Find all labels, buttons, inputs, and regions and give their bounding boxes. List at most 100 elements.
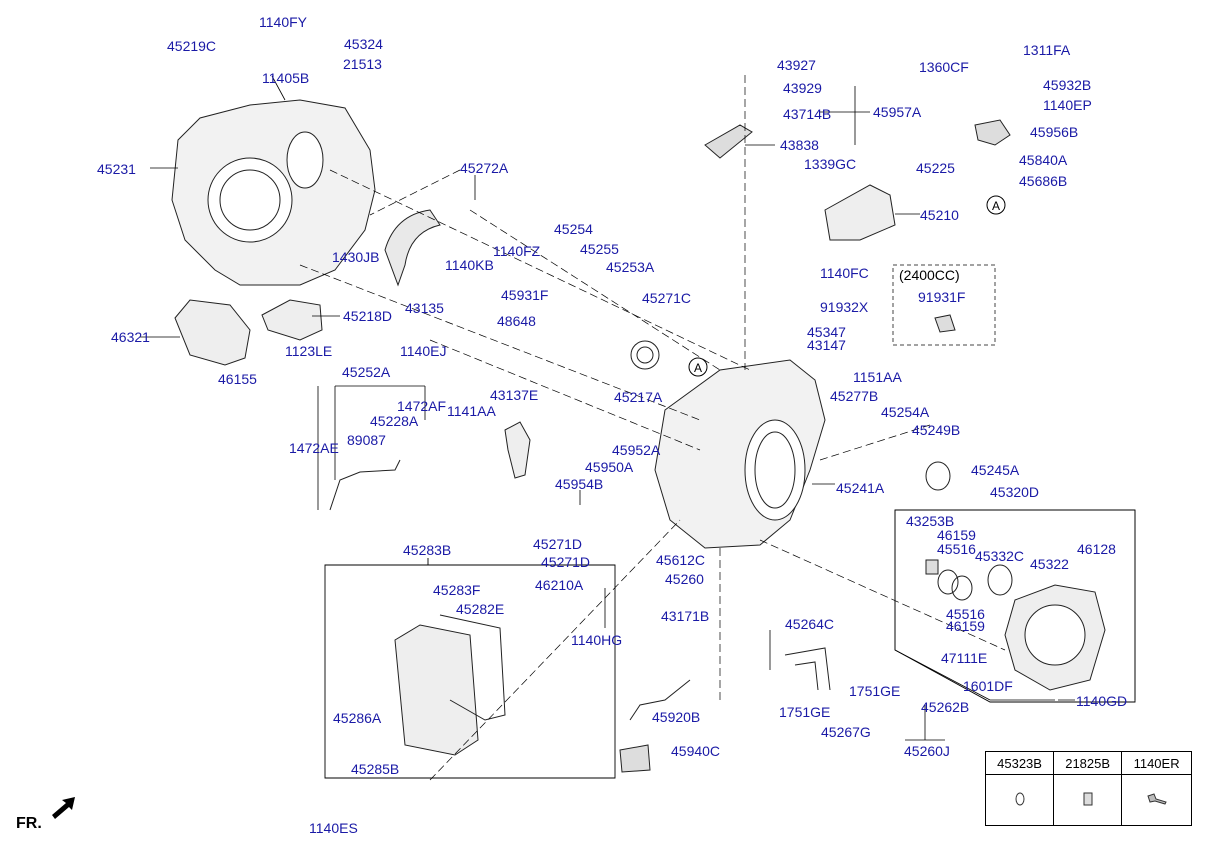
part-seal-45245A bbox=[925, 461, 951, 491]
label-45210[interactable]: 45210 bbox=[920, 207, 959, 223]
label-45957A[interactable]: 45957A bbox=[873, 104, 922, 120]
label-48648[interactable]: 48648 bbox=[497, 313, 536, 329]
label-45254A[interactable]: 45254A bbox=[881, 404, 930, 420]
label-1123LE[interactable]: 1123LE bbox=[285, 343, 333, 359]
label-45218D[interactable]: 45218D bbox=[343, 308, 393, 324]
label-43714B[interactable]: 43714B bbox=[783, 106, 832, 122]
label-46159-2[interactable]: 46159 bbox=[946, 618, 985, 634]
label-45277B[interactable]: 45277B bbox=[830, 388, 879, 404]
label-45686B[interactable]: 45686B bbox=[1019, 173, 1068, 189]
label-45932B[interactable]: 45932B bbox=[1043, 77, 1092, 93]
legend-cell-2 bbox=[1053, 774, 1123, 826]
label-45952A[interactable]: 45952A bbox=[612, 442, 661, 458]
label-45283F[interactable]: 45283F bbox=[433, 582, 481, 598]
label-89087[interactable]: 89087 bbox=[347, 432, 386, 448]
label-91932X[interactable]: 91932X bbox=[820, 299, 869, 315]
label-45282E[interactable]: 45282E bbox=[456, 601, 505, 617]
label-1140FC[interactable]: 1140FC bbox=[820, 265, 869, 281]
label-45252A[interactable]: 45252A bbox=[342, 364, 391, 380]
label-43838[interactable]: 43838 bbox=[780, 137, 819, 153]
label-45260[interactable]: 45260 bbox=[665, 571, 704, 587]
label-45254[interactable]: 45254 bbox=[554, 221, 593, 237]
label-45840A[interactable]: 45840A bbox=[1019, 152, 1068, 168]
label-45241A[interactable]: 45241A bbox=[836, 480, 885, 496]
rear-cover-group-box bbox=[894, 509, 1136, 703]
label-1430JB[interactable]: 1430JB bbox=[332, 249, 380, 265]
label-1140EJ[interactable]: 1140EJ bbox=[400, 343, 447, 359]
label-45954B[interactable]: 45954B bbox=[555, 476, 604, 492]
part-o-ring-1 bbox=[937, 569, 959, 595]
label-45320D[interactable]: 45320D bbox=[990, 484, 1040, 500]
label-47111E[interactable]: 47111E bbox=[941, 650, 988, 666]
label-45271C[interactable]: 45271C bbox=[642, 290, 692, 306]
label-1472AE[interactable]: 1472AE bbox=[289, 440, 339, 456]
label-45516-1[interactable]: 45516 bbox=[937, 541, 976, 557]
label-45255[interactable]: 45255 bbox=[580, 241, 619, 257]
label-46128[interactable]: 46128 bbox=[1077, 541, 1116, 557]
label-45272A[interactable]: 45272A bbox=[460, 160, 509, 176]
label-1140ES[interactable]: 1140ES bbox=[309, 820, 358, 836]
label-43137E[interactable]: 43137E bbox=[490, 387, 539, 403]
label-46155[interactable]: 46155 bbox=[218, 371, 257, 387]
label-45271D-1[interactable]: 45271D bbox=[533, 536, 583, 552]
label-1360CF[interactable]: 1360CF bbox=[919, 59, 969, 75]
label-45950A[interactable]: 45950A bbox=[585, 459, 634, 475]
label-45249B[interactable]: 45249B bbox=[912, 422, 961, 438]
label-1140FZ[interactable]: 1140FZ bbox=[493, 243, 541, 259]
label-45267G[interactable]: 45267G bbox=[821, 724, 871, 740]
label-45285B[interactable]: 45285B bbox=[351, 761, 400, 777]
label-45322[interactable]: 45322 bbox=[1030, 556, 1069, 572]
label-1751GE-1[interactable]: 1751GE bbox=[849, 683, 901, 699]
label-45347[interactable]: 45347 bbox=[807, 324, 846, 340]
label-1151AA[interactable]: 1151AA bbox=[853, 369, 902, 385]
label-1472AF[interactable]: 1472AF bbox=[397, 398, 447, 414]
label-46321[interactable]: 46321 bbox=[111, 329, 150, 345]
label-43927[interactable]: 43927 bbox=[777, 57, 816, 73]
legend-header-2[interactable]: 21825B bbox=[1053, 751, 1123, 775]
label-11405B[interactable]: 11405B bbox=[262, 70, 310, 86]
label-45225[interactable]: 45225 bbox=[916, 160, 955, 176]
label-45219C[interactable]: 45219C bbox=[167, 38, 217, 54]
label-45228A[interactable]: 45228A bbox=[370, 413, 419, 429]
label-1311FA[interactable]: 1311FA bbox=[1023, 42, 1071, 58]
label-1601DF[interactable]: 1601DF bbox=[963, 678, 1013, 694]
legend-header-3[interactable]: 1140ER bbox=[1121, 751, 1192, 775]
label-45271D-2[interactable]: 45271D bbox=[541, 554, 591, 570]
label-45332C[interactable]: 45332C bbox=[975, 548, 1025, 564]
label-45920B[interactable]: 45920B bbox=[652, 709, 701, 725]
label-45253A[interactable]: 45253A bbox=[606, 259, 655, 275]
label-43929[interactable]: 43929 bbox=[783, 80, 822, 96]
label-1140GD[interactable]: 1140GD bbox=[1076, 693, 1128, 709]
label-1140HG[interactable]: 1140HG bbox=[571, 632, 623, 648]
label-1339GC[interactable]: 1339GC bbox=[804, 156, 857, 172]
label-45612C[interactable]: 45612C bbox=[656, 552, 706, 568]
legend-header-1[interactable]: 45323B bbox=[984, 751, 1055, 775]
label-1140EP[interactable]: 1140EP bbox=[1043, 97, 1092, 113]
label-46159-1[interactable]: 46159 bbox=[937, 527, 976, 543]
label-1140FY[interactable]: 1140FY bbox=[259, 14, 307, 30]
label-43253B[interactable]: 43253B bbox=[906, 513, 955, 529]
label-45283B[interactable]: 45283B bbox=[403, 542, 452, 558]
label-45260J[interactable]: 45260J bbox=[904, 743, 950, 759]
label-43147[interactable]: 43147 bbox=[807, 337, 846, 353]
label-1140KB[interactable]: 1140KB bbox=[445, 257, 494, 273]
label-46210A[interactable]: 46210A bbox=[535, 577, 584, 593]
label-91931F-variant[interactable]: 91931F bbox=[918, 289, 966, 305]
label-43135[interactable]: 43135 bbox=[405, 300, 444, 316]
label-45217A[interactable]: 45217A bbox=[614, 389, 663, 405]
label-1141AA[interactable]: 1141AA bbox=[447, 403, 496, 419]
label-45231[interactable]: 45231 bbox=[97, 161, 136, 177]
label-45262B[interactable]: 45262B bbox=[921, 699, 970, 715]
label-45286A[interactable]: 45286A bbox=[333, 710, 382, 726]
label-45931F[interactable]: 45931F bbox=[501, 287, 549, 303]
label-45264C[interactable]: 45264C bbox=[785, 616, 835, 632]
label-1751GE-2[interactable]: 1751GE bbox=[779, 704, 831, 720]
label-45516-2[interactable]: 45516 bbox=[946, 606, 985, 622]
label-43171B[interactable]: 43171B bbox=[661, 608, 710, 624]
label-45245A[interactable]: 45245A bbox=[971, 462, 1020, 478]
label-45324[interactable]: 45324 bbox=[344, 36, 383, 52]
label-45940C[interactable]: 45940C bbox=[671, 743, 721, 759]
callout-circle-1-label: A bbox=[694, 361, 702, 375]
label-45956B[interactable]: 45956B bbox=[1030, 124, 1079, 140]
label-21513[interactable]: 21513 bbox=[343, 56, 382, 72]
